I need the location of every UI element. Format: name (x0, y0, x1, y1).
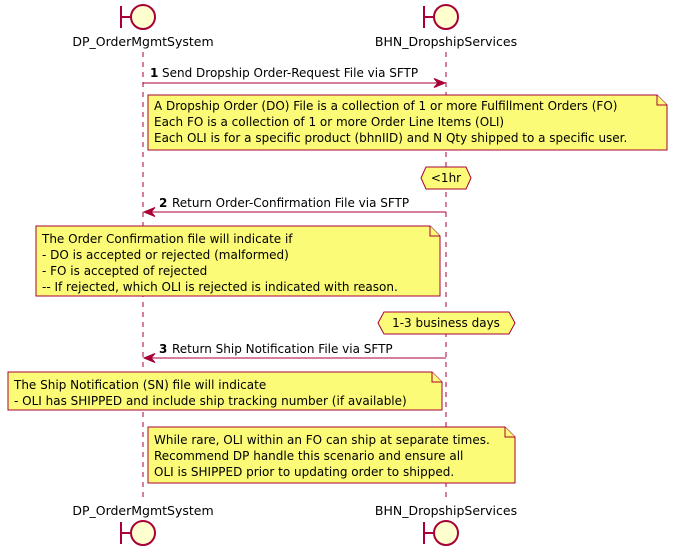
participant-dp-order-mgmt-bottom: DP_OrderMgmtSystem (72, 503, 214, 546)
boundary-icon (120, 4, 156, 30)
message-1: 1 Send Dropship Order-Request File via S… (143, 66, 447, 88)
delay-hexagon (420, 166, 472, 190)
note-line: While rare, OLI within an FO can ship at… (154, 433, 490, 447)
message-number: 3 (159, 342, 167, 356)
delay-1: <1hr (420, 166, 472, 190)
note-line: -- If rejected, which OLI is rejected is… (42, 280, 398, 294)
message-3: 3 Return Ship Notification File via SFTP (142, 342, 446, 363)
delay-2: 1-3 business days (377, 311, 516, 335)
note-line: The Order Confirmation file will indicat… (41, 232, 293, 246)
arrowhead-icon (142, 207, 156, 217)
delay-hexagon (377, 311, 516, 335)
note-line: Recommend DP handle this scenario and en… (154, 449, 463, 463)
arrowhead-icon (142, 353, 156, 363)
note-line: Each FO is a collection of 1 or more Ord… (154, 115, 504, 129)
note-line: OLI is SHIPPED prior to updating order t… (154, 465, 454, 479)
boundary-icon (423, 4, 459, 30)
message-number: 1 (150, 66, 158, 80)
note-line: Each OLI is for a specific product (bhnI… (154, 131, 627, 145)
arrowhead-icon (433, 78, 447, 88)
note-4: While rare, OLI within an FO can ship at… (147, 426, 516, 484)
note-1: A Dropship Order (DO) File is a collecti… (147, 94, 668, 151)
message-label: Return Order-Confirmation File via SFTP (172, 196, 409, 210)
note-line: - FO is accepted of rejected (42, 264, 207, 278)
participant-label: BHN_DropshipServices (375, 34, 517, 49)
boundary-icon (120, 520, 156, 546)
message-label: Return Ship Notification File via SFTP (172, 342, 393, 356)
note-line: The Ship Notification (SN) file will ind… (13, 378, 266, 392)
participant-label: BHN_DropshipServices (375, 503, 517, 518)
boundary-icon (423, 520, 459, 546)
note-line: A Dropship Order (DO) File is a collecti… (154, 99, 617, 113)
note-line: - OLI has SHIPPED and include ship track… (14, 394, 407, 408)
participant-label: DP_OrderMgmtSystem (72, 34, 213, 49)
message-label: Send Dropship Order-Request File via SFT… (162, 66, 418, 80)
message-2: 2 Return Order-Confirmation File via SFT… (142, 196, 446, 217)
note-3: The Ship Notification (SN) file will ind… (7, 371, 443, 411)
message-number: 2 (159, 196, 167, 210)
participant-dp-order-mgmt-top: DP_OrderMgmtSystem (72, 4, 214, 49)
participant-bhn-dropship-bottom: BHN_DropshipServices (375, 503, 517, 546)
participant-bhn-dropship-top: BHN_DropshipServices (375, 4, 517, 49)
participant-label: DP_OrderMgmtSystem (72, 503, 213, 518)
note-line: - DO is accepted or rejected (malformed) (42, 248, 289, 262)
delay-label: <1hr (431, 171, 461, 185)
delay-label: 1-3 business days (392, 316, 500, 330)
note-2: The Order Confirmation file will indicat… (35, 225, 441, 297)
